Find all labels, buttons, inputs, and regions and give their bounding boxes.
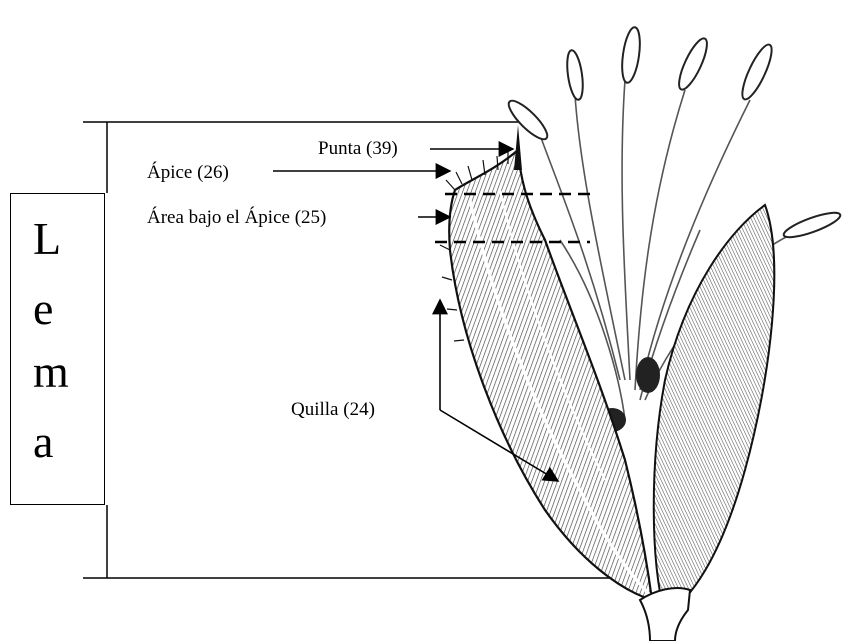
- lema-label-box: L e m a: [10, 193, 105, 505]
- lema-letter-a: a: [33, 419, 53, 465]
- area-bajo-apice-label: Área bajo el Ápice (25): [147, 208, 326, 227]
- punta-label: Punta (39): [318, 139, 398, 158]
- apice-label: Ápice (26): [147, 163, 229, 182]
- lema-letter-m: m: [33, 349, 69, 395]
- lema-letter-l: L: [33, 216, 61, 262]
- quilla-label: Quilla (24): [291, 400, 375, 419]
- lema-letter-e: e: [33, 286, 53, 332]
- flower-illustration: [440, 26, 843, 641]
